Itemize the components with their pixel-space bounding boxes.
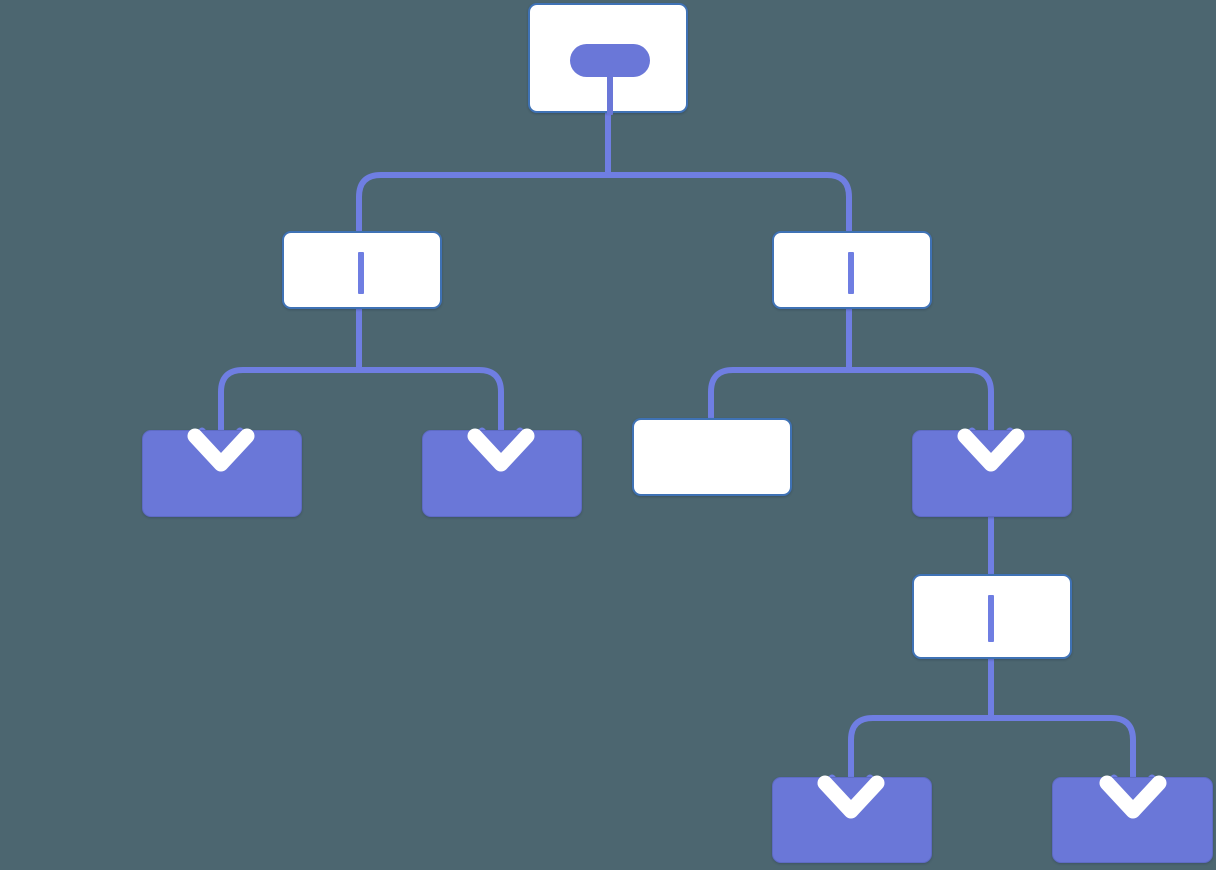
leaf-node-a[interactable] <box>142 430 302 517</box>
leaf-node-g[interactable] <box>1052 777 1213 863</box>
branch-node-e[interactable] <box>912 574 1072 659</box>
branch-node-right[interactable] <box>772 231 932 309</box>
leaf-node-b[interactable] <box>422 430 582 517</box>
node-through-line <box>988 595 994 642</box>
plain-node-c[interactable] <box>632 418 792 496</box>
leaf-node-f[interactable] <box>772 777 932 863</box>
node-through-line <box>358 252 364 294</box>
node-through-line <box>848 252 854 294</box>
branch-node-d[interactable] <box>912 430 1072 517</box>
root-stem <box>607 62 613 115</box>
branch-node-left[interactable] <box>282 231 442 309</box>
root-node[interactable] <box>528 3 688 115</box>
